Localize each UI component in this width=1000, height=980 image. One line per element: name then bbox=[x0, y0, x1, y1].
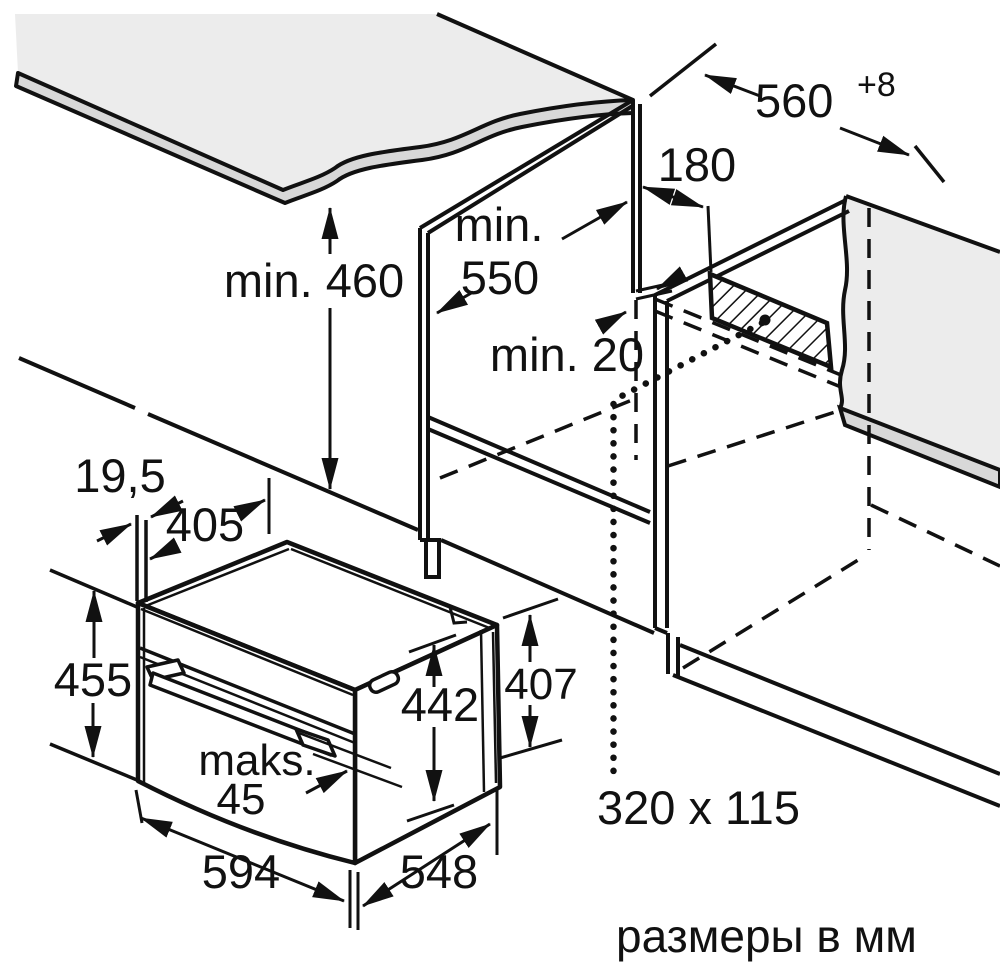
door-handle bbox=[145, 658, 337, 758]
dim-handle-depth-value: 45 bbox=[217, 775, 266, 824]
dim-appliance-height: 455 bbox=[54, 590, 132, 758]
unit-note: размеры в мм bbox=[616, 910, 917, 962]
dim-niche-depth-min: min. 550 bbox=[436, 198, 628, 315]
dim-niche-width-tolerance: +8 bbox=[857, 66, 896, 104]
dim-front-frame-height-value: 442 bbox=[401, 678, 479, 731]
dim-niche-width-value: 560 bbox=[755, 74, 833, 127]
dim-handle-depth: maks. 45 bbox=[198, 736, 348, 824]
dim-top-recess-depth-value: 405 bbox=[166, 498, 244, 551]
dim-rear-gap-min-value: min. 20 bbox=[490, 328, 644, 381]
vent-leader-dotted bbox=[610, 319, 766, 787]
dim-body-depth: 548 bbox=[362, 789, 499, 908]
dim-strip-width: 19,5 bbox=[74, 449, 184, 602]
dim-niche-depth-min-value: 550 bbox=[461, 251, 539, 304]
dim-rear-gap-min: min. 20 bbox=[490, 266, 689, 381]
dim-top-recess-depth: 405 bbox=[149, 478, 271, 561]
dim-body-depth-value: 548 bbox=[400, 845, 478, 898]
vent-cutout bbox=[707, 270, 834, 371]
dim-front-frame-height: 442 bbox=[401, 633, 479, 823]
dim-appliance-width: 594 bbox=[134, 789, 360, 930]
dim-body-height-value: 407 bbox=[504, 660, 577, 709]
reference-lines bbox=[18, 356, 1000, 808]
dim-appliance-height-value: 455 bbox=[54, 653, 132, 706]
dim-vent-cutout-size: 320 x 115 bbox=[597, 781, 800, 834]
dim-handle-depth-label: maks. bbox=[198, 736, 315, 785]
dim-niche-height-min-value: min. 460 bbox=[224, 254, 404, 307]
dim-niche-height-min: min. 460 bbox=[224, 207, 404, 490]
worktop-left bbox=[14, 12, 635, 205]
dim-vent-setback: 180 bbox=[642, 138, 736, 273]
dim-vent-setback-value: 180 bbox=[658, 138, 736, 191]
dim-niche-depth-min-label: min. bbox=[455, 198, 544, 251]
dim-appliance-width-value: 594 bbox=[202, 845, 280, 898]
dimension-annotations: 560 +8 180 min. 460 min. 550 m bbox=[54, 42, 946, 930]
dim-body-height: 407 bbox=[499, 597, 578, 760]
dim-niche-width: 560 +8 bbox=[648, 42, 946, 184]
oven bbox=[135, 539, 503, 866]
side-grip-slot bbox=[367, 669, 401, 695]
dim-strip-width-value: 19,5 bbox=[74, 449, 165, 502]
right-side-panel bbox=[653, 194, 1000, 677]
hidden-edges bbox=[439, 297, 1000, 670]
